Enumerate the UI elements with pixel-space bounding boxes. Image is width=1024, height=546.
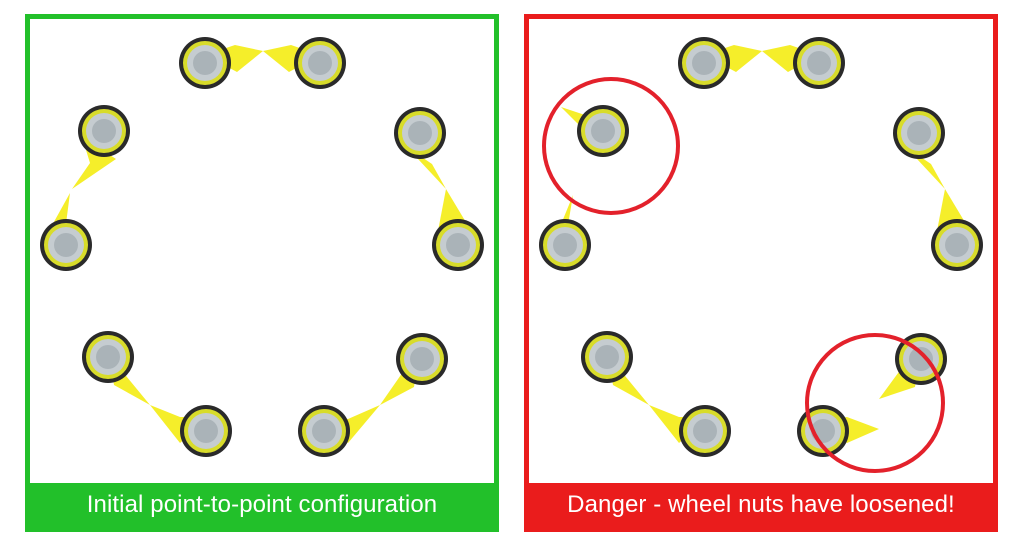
highlight-circle-top-left xyxy=(542,77,680,215)
wheel-nut-4 xyxy=(432,189,484,271)
wheel-nut-3 xyxy=(893,107,945,189)
wheel-nut-diagram-correct xyxy=(40,37,484,457)
wheel-nut-diagram-loosened xyxy=(539,37,983,473)
wheel-nut-9 xyxy=(40,193,92,271)
wheel-nut-2 xyxy=(263,37,346,89)
correct-configuration-panel: Initial point-to-point configuration xyxy=(25,14,499,532)
wheel-nut-5-loosened xyxy=(879,333,947,399)
wheel-nut-10 xyxy=(72,105,130,189)
wheel-nut-8 xyxy=(82,331,150,405)
wheel-nut-9-loosened xyxy=(539,195,591,271)
highlight-circle-bottom-right xyxy=(805,333,945,473)
wheel-nut-4 xyxy=(931,189,983,271)
wheel-nut-5 xyxy=(380,333,448,405)
wheel-nut-7 xyxy=(150,405,232,457)
wheel-nut-6 xyxy=(298,405,380,457)
wheel-nut-3 xyxy=(394,107,446,189)
wheel-nut-10-loosened xyxy=(561,105,629,157)
wheel-nut-2 xyxy=(762,37,845,89)
panel-caption: Initial point-to-point configuration xyxy=(30,483,494,527)
wheel-nut-8 xyxy=(581,331,649,405)
panel-caption: Danger - wheel nuts have loosened! xyxy=(529,483,993,527)
wheel-nut-1 xyxy=(179,37,263,89)
loosened-configuration-panel: Danger - wheel nuts have loosened! xyxy=(524,14,998,532)
wheel-nut-7 xyxy=(649,405,731,457)
wheel-nut-1 xyxy=(678,37,762,89)
